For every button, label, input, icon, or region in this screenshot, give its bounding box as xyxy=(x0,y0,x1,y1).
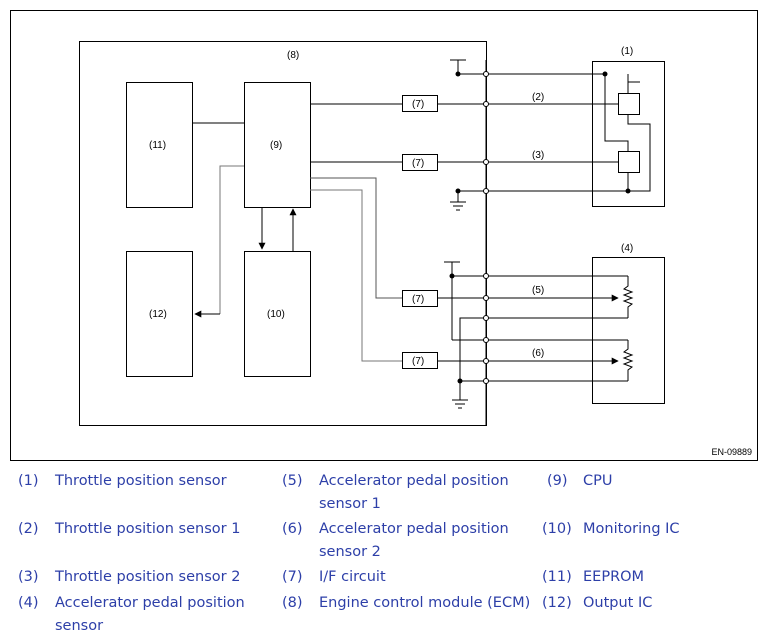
legend-num-12: (12) xyxy=(542,595,572,611)
legend-num-1: (1) xyxy=(18,473,39,489)
legend-num-9: (9) xyxy=(547,473,568,489)
legend-text-4: Accelerator pedal position sensor xyxy=(55,595,245,634)
if-label-4: (7) xyxy=(412,356,424,367)
legend-text-11: EEPROM xyxy=(583,569,645,585)
legend: (1) Throttle position sensor (2) Throttl… xyxy=(0,470,767,639)
wiring-diagram: (8) (11) (9) (12) (10) (1) (4) (7) (7) (… xyxy=(10,10,758,461)
signal-label-aps2: (6) xyxy=(532,348,544,359)
legend-text-1: Throttle position sensor xyxy=(55,473,227,489)
cpu-label: (9) xyxy=(270,140,282,151)
throttle-sensor-label: (1) xyxy=(621,46,633,57)
eeprom-label: (11) xyxy=(149,140,166,151)
legend-num-4: (4) xyxy=(18,595,39,611)
figure-code: EN-09889 xyxy=(711,447,752,457)
signal-label-tps2: (3) xyxy=(532,150,544,161)
legend-num-6: (6) xyxy=(282,521,303,537)
legend-num-8: (8) xyxy=(282,595,303,611)
monitoring-ic-label: (10) xyxy=(267,309,285,320)
monitoring-ic-box xyxy=(244,251,311,377)
legend-num-10: (10) xyxy=(542,521,572,537)
signal-label-aps1: (5) xyxy=(532,285,544,296)
legend-text-2: Throttle position sensor 1 xyxy=(55,521,241,537)
legend-text-12: Output IC xyxy=(583,595,653,611)
legend-text-3: Throttle position sensor 2 xyxy=(55,569,241,585)
signal-label-tps1: (2) xyxy=(532,92,544,103)
pedal-sensor-label: (4) xyxy=(621,243,633,254)
legend-text-8: Engine control module (ECM) xyxy=(319,595,531,611)
ecm-box xyxy=(79,41,487,426)
output-ic-box xyxy=(126,251,193,377)
legend-text-9: CPU xyxy=(583,473,613,489)
eeprom-box xyxy=(126,82,193,208)
legend-text-7: I/F circuit xyxy=(319,569,386,585)
legend-num-11: (11) xyxy=(542,569,572,585)
if-label-2: (7) xyxy=(412,158,424,169)
legend-text-10: Monitoring IC xyxy=(583,521,680,537)
cpu-box xyxy=(244,82,311,208)
legend-text-5: Accelerator pedal position sensor 1 xyxy=(319,473,509,512)
legend-num-2: (2) xyxy=(18,521,39,537)
throttle-sensor-box xyxy=(592,61,665,207)
diagram-frame xyxy=(10,10,758,461)
ecm-label: (8) xyxy=(287,50,299,61)
legend-num-3: (3) xyxy=(18,569,39,585)
if-label-3: (7) xyxy=(412,294,424,305)
if-label-1: (7) xyxy=(412,99,424,110)
output-ic-label: (12) xyxy=(149,309,167,320)
legend-num-5: (5) xyxy=(282,473,303,489)
legend-text-6: Accelerator pedal position sensor 2 xyxy=(319,521,509,560)
pedal-sensor-box xyxy=(592,257,665,404)
legend-num-7: (7) xyxy=(282,569,303,585)
